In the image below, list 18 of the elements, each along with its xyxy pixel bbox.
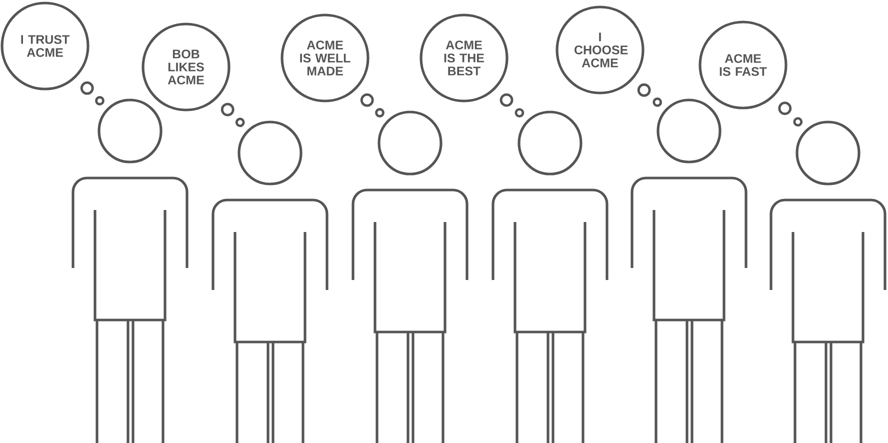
thought-dots (360, 93, 384, 118)
thought-dots (220, 102, 245, 128)
person-drawing (630, 98, 748, 443)
thought-bubble: ACME IS FAST (698, 20, 788, 110)
thought-bubble: BOB LIKES ACME (142, 22, 230, 112)
thought-bubble: I CHOOSE ACME (556, 6, 644, 94)
thought-dots (778, 102, 803, 127)
thought-dots (500, 93, 524, 118)
thought-dots (637, 83, 662, 107)
person-drawing (212, 120, 328, 443)
thought-bubble: ACME IS WELL MADE (280, 14, 370, 102)
person-drawing (492, 110, 608, 443)
thought-bubble: ACME IS THE BEST (420, 14, 508, 102)
thought-bubble: I TRUST ACME (0, 2, 90, 90)
thought-dots (80, 81, 104, 106)
person-drawing (72, 98, 188, 443)
person-drawing (352, 110, 468, 443)
person-drawing (770, 120, 886, 443)
